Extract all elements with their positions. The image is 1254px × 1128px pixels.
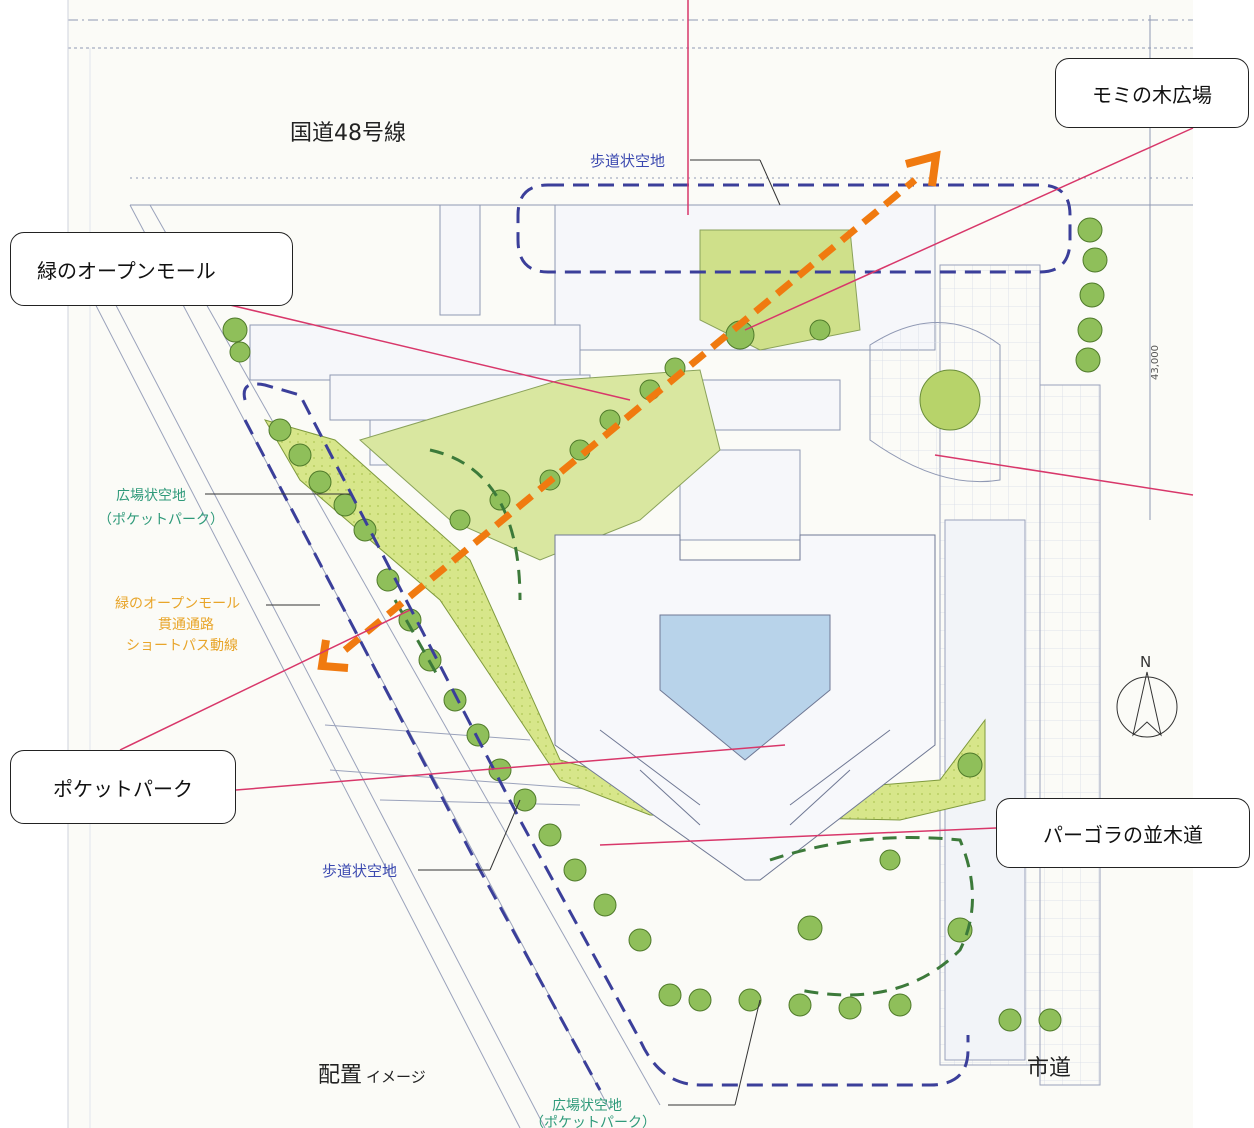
callout-leaders bbox=[119, 0, 1194, 846]
dimension-label: 43,000 bbox=[1150, 345, 1161, 380]
plaza-space-bottom-label-2: （ポケットパーク） bbox=[530, 1115, 656, 1128]
plaza-space-left-label-1: 広場状空地 bbox=[116, 488, 186, 504]
callout-fir-plaza: モミの木広場 bbox=[1055, 58, 1249, 128]
trees bbox=[222, 217, 1108, 1032]
sidewalk-space-top-label: 歩道状空地 bbox=[590, 152, 665, 170]
main-building bbox=[554, 534, 936, 881]
plaza-space-left-label-2: （ポケットパーク） bbox=[98, 512, 224, 528]
layout-label-sub: イメージ bbox=[366, 1068, 426, 1086]
label-leaders bbox=[205, 159, 781, 1106]
mall-note-line-2: 貫通通路 bbox=[158, 617, 214, 633]
north-label: N bbox=[1140, 653, 1151, 671]
sidewalk-space-left-label: 歩道状空地 bbox=[322, 862, 397, 880]
city-road-label: 市道 bbox=[1027, 1056, 1071, 1081]
north-arrow: N bbox=[1116, 653, 1178, 738]
callout-pocket-park: ポケットパーク bbox=[10, 750, 236, 824]
short-path-route bbox=[317, 150, 941, 672]
callout-pergola-avenue: パーゴラの並木道 bbox=[996, 798, 1250, 868]
mall-note-line-3: ショートパス動線 bbox=[126, 638, 238, 654]
layout-label-main: 配置 bbox=[318, 1063, 362, 1088]
plaza-space-bottom-label-1: 広場状空地 bbox=[552, 1098, 622, 1114]
fir-plaza-circle bbox=[869, 322, 1001, 483]
pocket-park-boundary bbox=[393, 448, 974, 997]
national-route-label: 国道48号線 bbox=[290, 121, 406, 146]
mall-note-line-1: 緑のオープンモール bbox=[115, 596, 240, 612]
callout-green-open-mall: 緑のオープンモール bbox=[10, 232, 293, 306]
